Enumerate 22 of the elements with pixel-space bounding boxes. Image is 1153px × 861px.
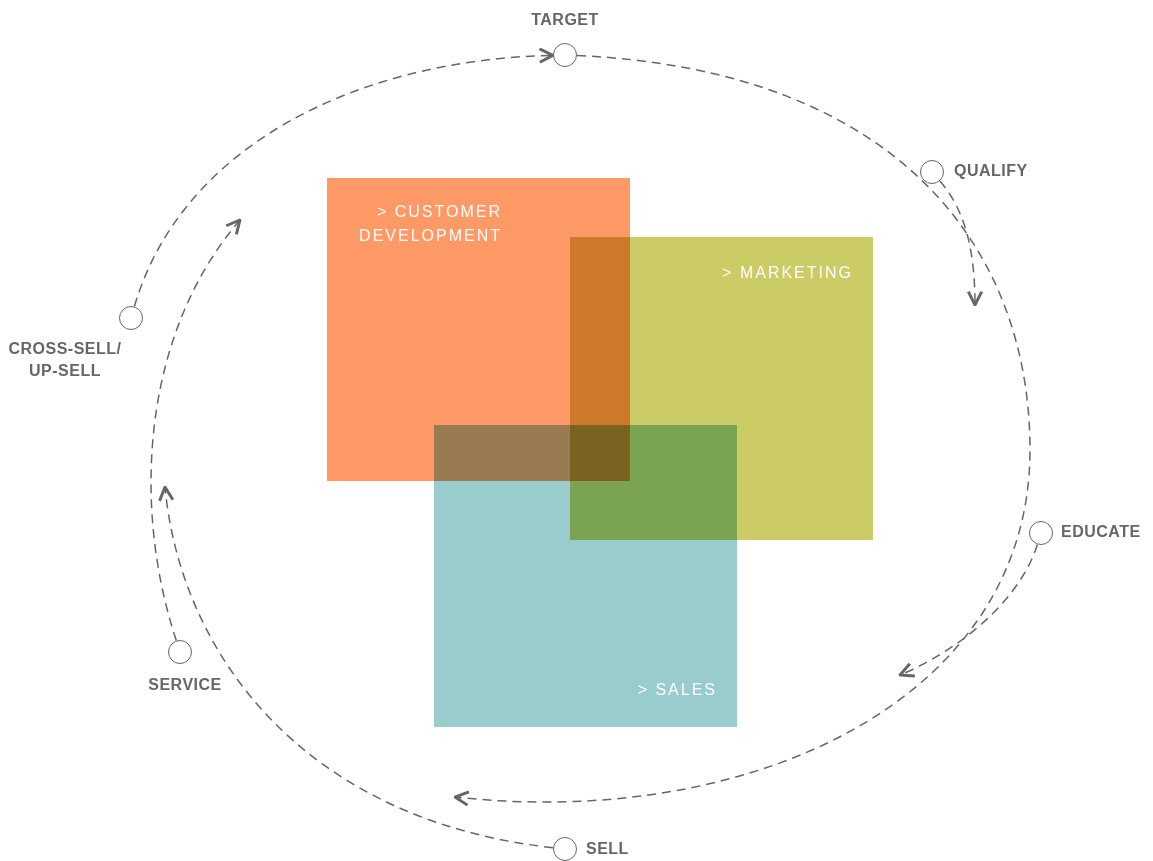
node-label: CROSS-SELL/ UP-SELL	[7, 339, 123, 381]
circle-node	[1029, 521, 1053, 545]
node-label: SELL	[586, 839, 630, 859]
node-label: SERVICE	[147, 675, 223, 695]
circle-node	[553, 837, 577, 861]
arrow	[898, 543, 1039, 678]
circle-node	[920, 160, 944, 184]
arrow	[158, 485, 554, 849]
square-title: > MARKETING	[721, 263, 853, 283]
node-label: EDUCATE	[1061, 522, 1142, 542]
arrow	[939, 180, 983, 307]
node-label: QUALIFY	[954, 161, 1029, 181]
node-label: TARGET	[530, 10, 600, 30]
circle-node	[553, 43, 577, 67]
arrow	[150, 218, 242, 642]
overlapping-square	[434, 425, 737, 727]
circle-node	[168, 640, 192, 664]
circle-node	[119, 306, 143, 330]
square-title: > CUSTOMER DEVELOPMENT	[358, 202, 502, 246]
arrow	[133, 47, 555, 308]
square-title: > SALES	[636, 680, 717, 700]
arrow	[453, 54, 1031, 806]
